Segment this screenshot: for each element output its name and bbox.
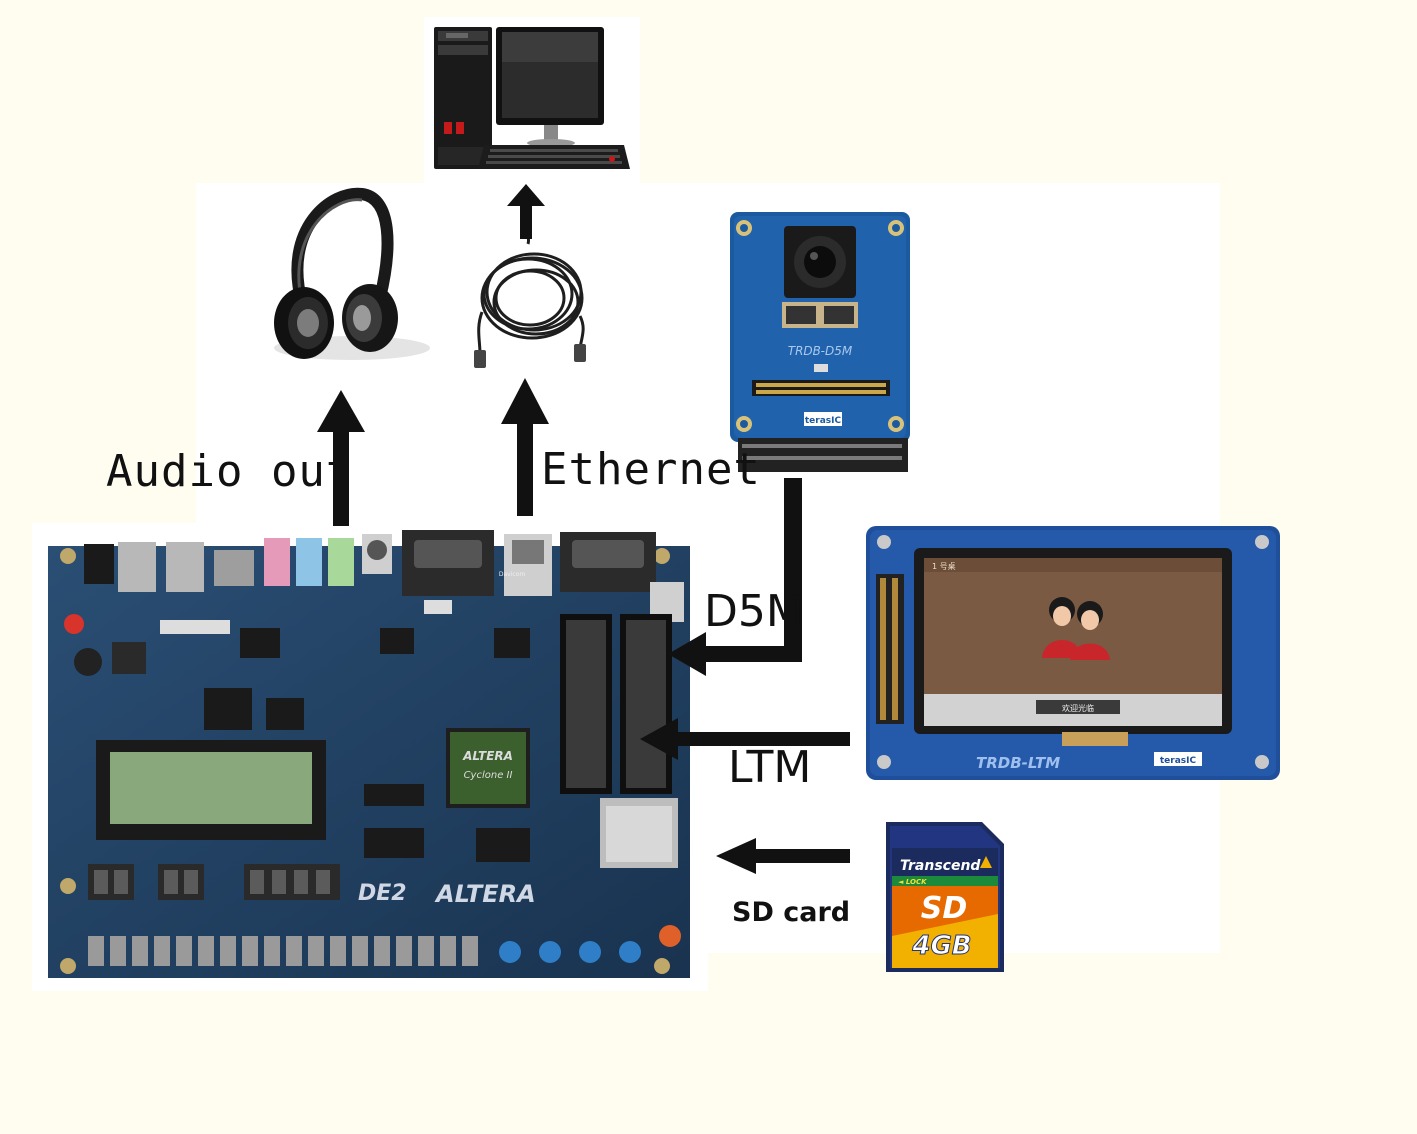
arrow-cable-to-pc bbox=[507, 184, 545, 239]
sd-card-label: SD card bbox=[732, 897, 851, 928]
arrow-ethernet bbox=[501, 378, 549, 516]
ltm-label: LTM bbox=[728, 742, 812, 793]
board-model-label: DE2 bbox=[358, 881, 407, 906]
audio-out-label: Audio out bbox=[106, 446, 354, 497]
camera-maker-logo: terasIC bbox=[805, 416, 842, 426]
ltm-maker-logo: terasIC bbox=[1160, 756, 1197, 766]
ethernet-chip-label: Davicom bbox=[499, 571, 525, 578]
headphones-icon bbox=[274, 187, 430, 360]
ltm-screen-footer: 欢迎光临 bbox=[1062, 703, 1094, 713]
sd-card-icon: Transcend ◄ LOCK SD 4GB bbox=[886, 822, 1004, 972]
ethernet-cable-icon bbox=[474, 229, 586, 368]
board-brand-logo: ALTERA bbox=[434, 880, 536, 908]
sd-capacity: 4GB bbox=[911, 931, 971, 961]
sd-brand: Transcend bbox=[900, 858, 981, 874]
ltm-board-label: TRDB-LTM bbox=[976, 754, 1060, 772]
fpga-chip-brand: ALTERA bbox=[462, 749, 513, 763]
ltm-screen-header: 1 号桌 bbox=[932, 561, 956, 571]
camera-module-icon: TRDB-D5M terasIC bbox=[730, 212, 910, 472]
camera-board-label: TRDB-D5M bbox=[788, 344, 853, 358]
arrow-sd-card bbox=[716, 838, 850, 874]
arrow-d5m bbox=[668, 478, 802, 676]
sd-lock-label: ◄ LOCK bbox=[898, 878, 927, 886]
fpga-chip-model: Cyclone II bbox=[464, 770, 513, 781]
fpga-board-icon: Davicom ALTERA Cyclone II DE2 ALTERA bbox=[48, 530, 690, 978]
arrow-audio-out bbox=[317, 390, 365, 526]
d5m-label: D5M bbox=[704, 586, 804, 637]
arrow-ltm bbox=[640, 718, 850, 760]
ethernet-label: Ethernet bbox=[541, 444, 761, 495]
ltm-touch-panel-icon: 1 号桌 欢迎光临 TRDB-LTM terasIC bbox=[866, 526, 1280, 780]
desktop-computer-icon bbox=[434, 27, 630, 169]
sd-logo: SD bbox=[921, 891, 968, 926]
